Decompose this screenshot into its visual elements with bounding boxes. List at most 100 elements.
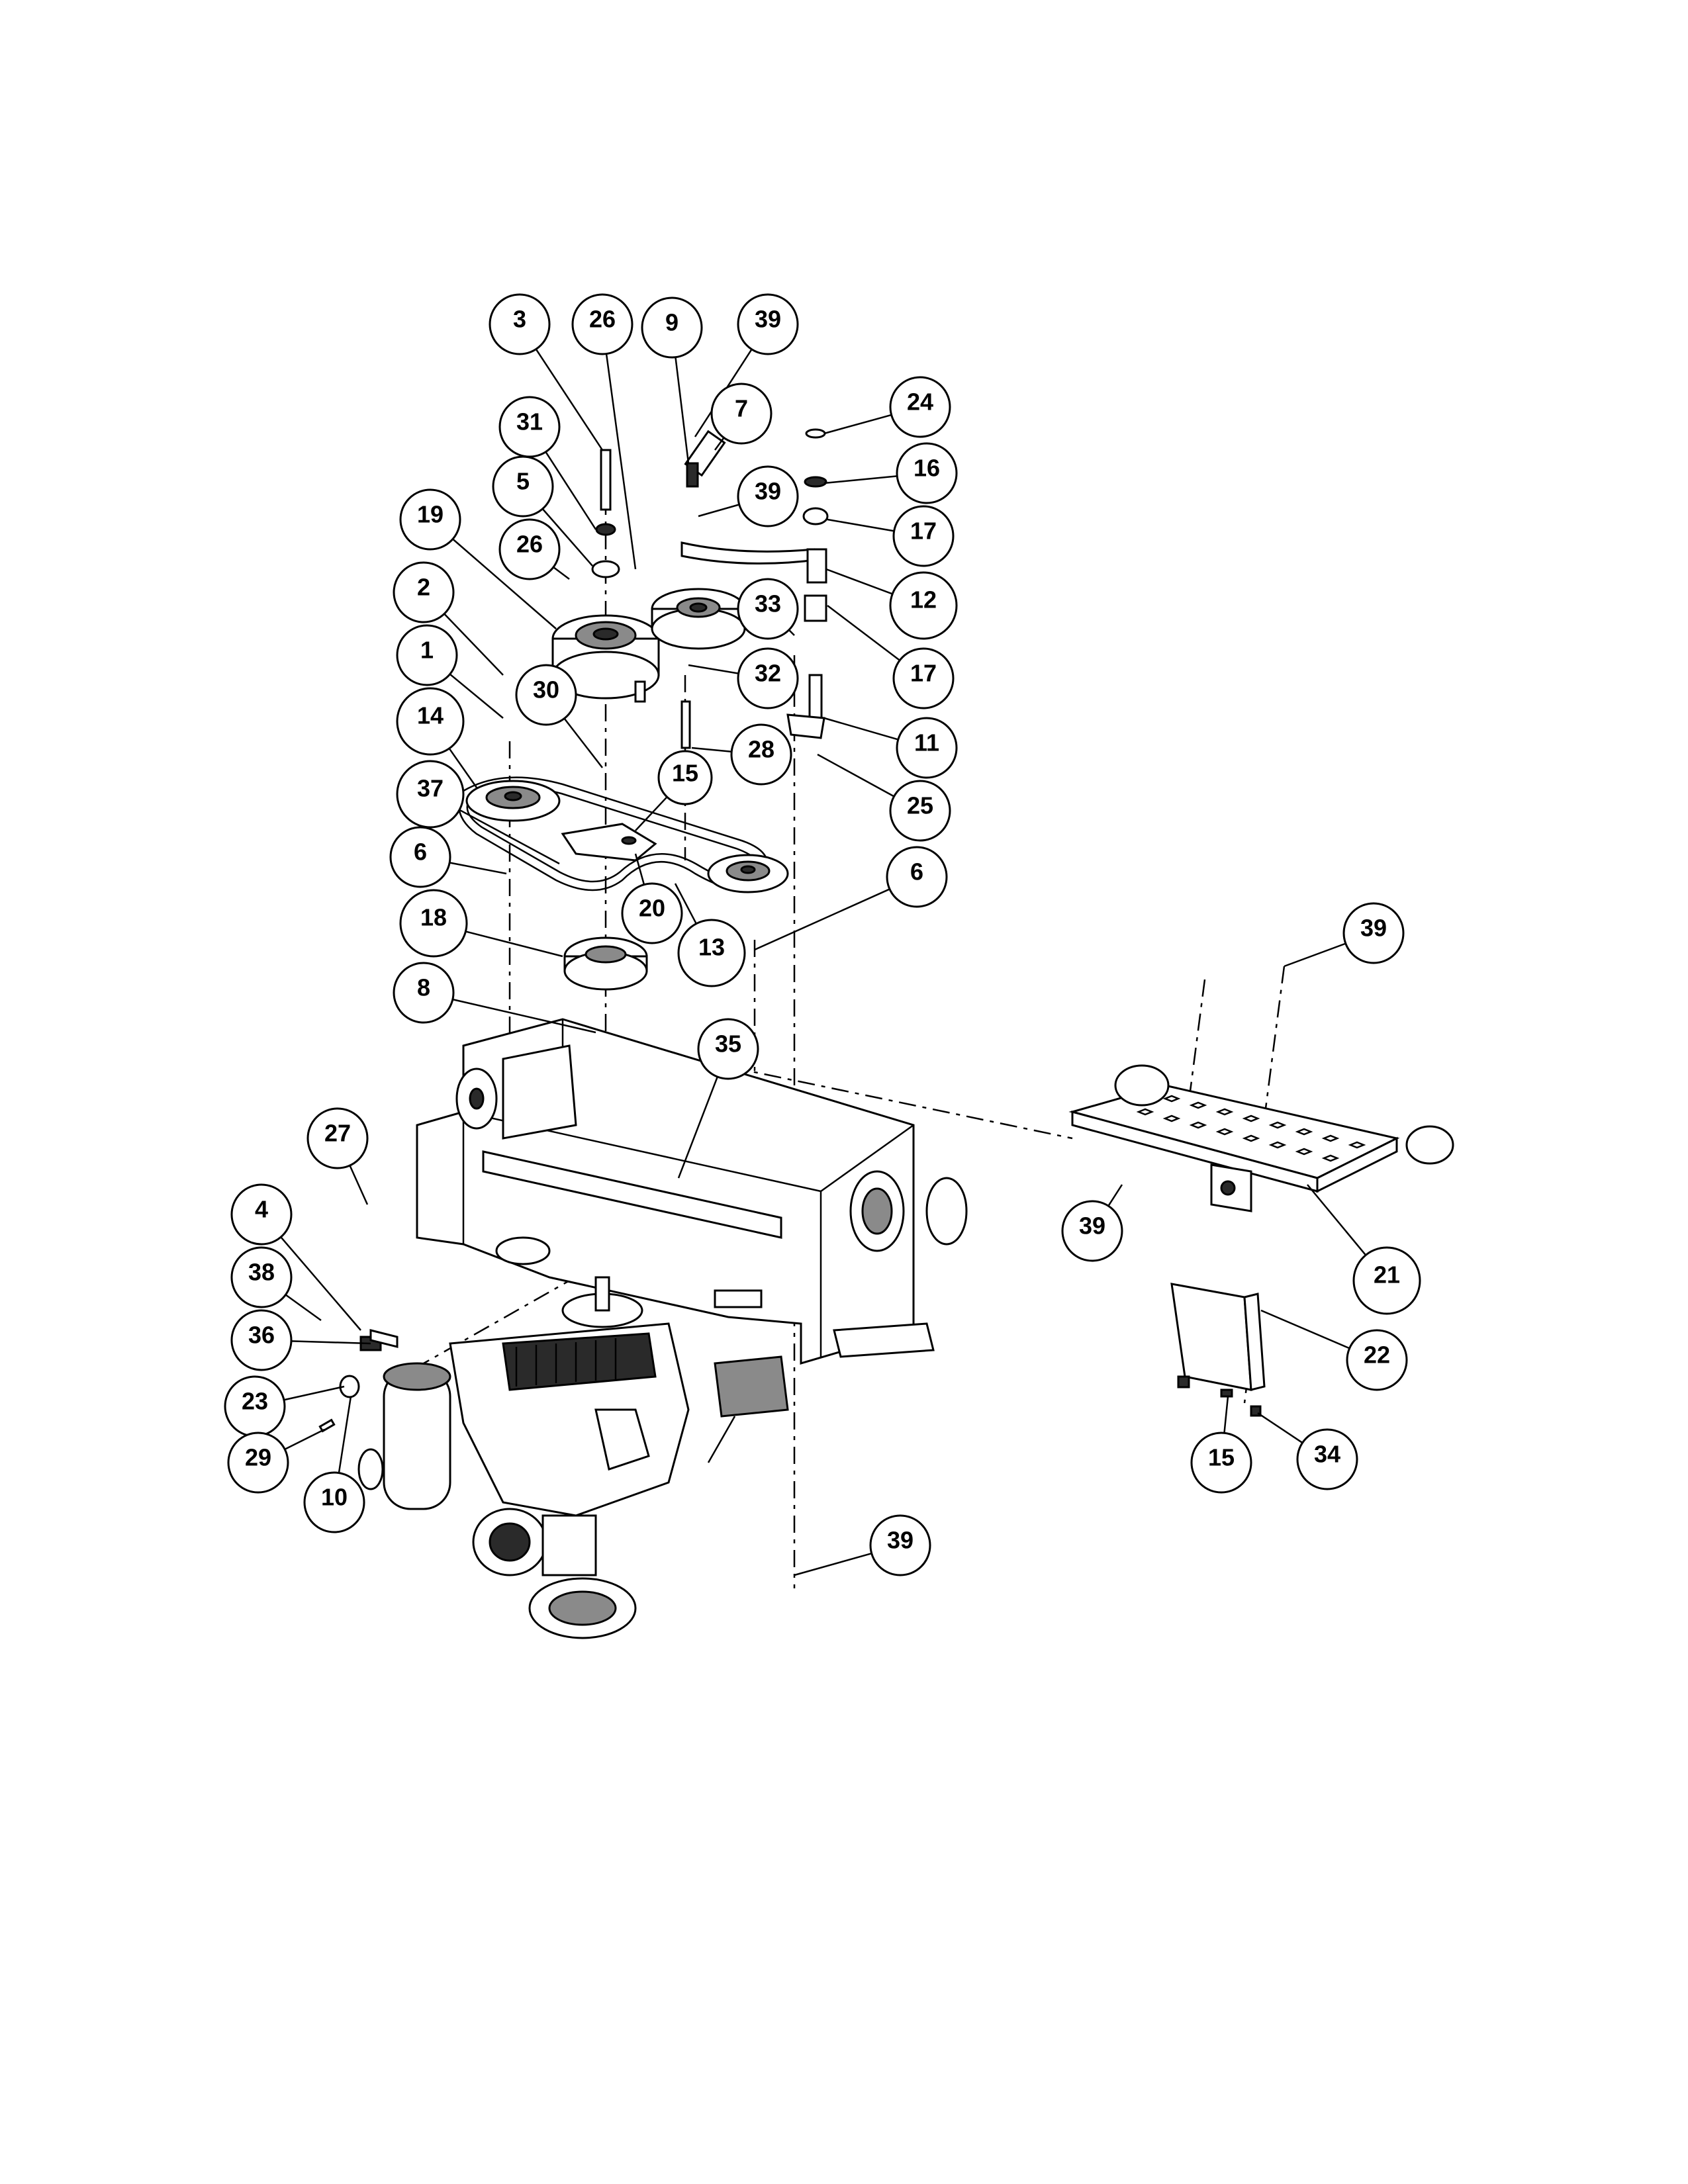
- callout-circle: [230, 1183, 293, 1246]
- callout-leader: [338, 1396, 352, 1473]
- callout-6: 6: [389, 826, 507, 888]
- callout-number: 29: [245, 1443, 271, 1471]
- callout-circle: [710, 383, 773, 445]
- callout-circle: [1296, 1428, 1358, 1490]
- callout-12: 12: [825, 568, 958, 640]
- callout-number: 28: [748, 735, 774, 762]
- callout-circle: [498, 518, 561, 580]
- callout-leader: [553, 567, 570, 580]
- callout-16: 16: [823, 442, 958, 504]
- callout-circle: [1352, 1246, 1421, 1315]
- callout-38: 38: [230, 1246, 322, 1322]
- callout-leader: [674, 883, 697, 925]
- callout-2: 2: [393, 561, 504, 676]
- callout-leader: [698, 504, 740, 518]
- callout-13: 13: [674, 883, 746, 987]
- callout-leader: [688, 664, 739, 674]
- callout-circle: [393, 561, 455, 623]
- callout-leader: [823, 717, 899, 741]
- callout-6: 6: [754, 846, 948, 951]
- callout-39: 39: [1284, 902, 1405, 968]
- callout-circle: [303, 1471, 365, 1533]
- callout-leader: [285, 1294, 322, 1322]
- callout-26: 26: [571, 293, 637, 570]
- callout-26: 26: [498, 518, 570, 580]
- callout-leader: [449, 673, 504, 719]
- callout-21: 21: [1307, 1184, 1421, 1315]
- callout-leader: [449, 862, 507, 875]
- callout-number: 39: [1360, 914, 1387, 941]
- callout-25: 25: [817, 753, 951, 842]
- callout-leader: [675, 357, 690, 464]
- callout-circle: [571, 293, 633, 355]
- callout-15: 15: [635, 750, 713, 831]
- starter-motor: [357, 1362, 451, 1510]
- callout-39: 39: [794, 1514, 931, 1576]
- callout-36: 36: [230, 1309, 371, 1371]
- callout-circle: [869, 1514, 931, 1576]
- callout-circle: [230, 1246, 293, 1308]
- callout-leader: [825, 568, 893, 595]
- callout-number: 17: [910, 659, 937, 686]
- callout-circle: [886, 846, 948, 908]
- callout-number: 8: [417, 974, 430, 1001]
- callout-20: 20: [621, 853, 683, 944]
- callout-circle: [892, 647, 955, 709]
- callout-circle: [677, 919, 746, 987]
- callout-number: 39: [755, 477, 781, 504]
- callout-leader: [535, 348, 604, 451]
- callout-circle: [1190, 1432, 1252, 1494]
- callout-leader: [634, 853, 645, 885]
- callout-number: 36: [248, 1321, 275, 1348]
- drive-belt-13: [458, 776, 769, 891]
- callout-number: 39: [755, 305, 781, 332]
- callout-number: 11: [914, 729, 939, 756]
- callout-number: 27: [324, 1119, 351, 1146]
- callout-28: 28: [691, 723, 792, 786]
- callout-leader: [1257, 1412, 1303, 1444]
- callout-1: 1: [396, 624, 504, 719]
- callout-27: 27: [306, 1107, 369, 1205]
- callout-18: 18: [399, 889, 563, 958]
- footrest-tread-holes: [1136, 1095, 1366, 1162]
- footrest-21: [1068, 1064, 1454, 1212]
- callout-circle: [227, 1432, 289, 1494]
- bracket-15-20: [561, 823, 657, 862]
- callout-number: 24: [907, 388, 933, 415]
- callout-33: 33: [737, 578, 799, 640]
- callout-number: 20: [639, 894, 665, 921]
- callout-number: 18: [420, 904, 447, 931]
- callout-number: 34: [1314, 1440, 1340, 1467]
- callout-circle: [396, 624, 458, 686]
- callout-number: 15: [672, 759, 698, 786]
- callout-leader: [465, 931, 563, 958]
- callout-leader: [635, 796, 668, 831]
- callout-leader: [448, 748, 478, 788]
- callout-leader: [827, 518, 894, 532]
- callout-15: 15: [1190, 1396, 1252, 1494]
- bracket-22: [1170, 1283, 1266, 1417]
- callout-19: 19: [399, 488, 557, 629]
- callout-leader: [291, 1340, 371, 1345]
- callout-leader: [1307, 1184, 1367, 1256]
- callout-number: 5: [516, 467, 530, 494]
- callout-circle: [730, 723, 792, 786]
- callout-39: 39: [1061, 1184, 1123, 1262]
- callout-32: 32: [688, 647, 799, 709]
- callout-circle: [396, 687, 465, 756]
- callout-circle: [697, 1018, 759, 1080]
- callout-number: 19: [417, 500, 444, 527]
- pulley-right: [707, 854, 789, 893]
- callout-circle: [737, 293, 799, 355]
- callout-34: 34: [1257, 1412, 1358, 1490]
- callout-number: 14: [417, 702, 444, 729]
- callout-number: 16: [914, 454, 940, 481]
- callout-4: 4: [230, 1183, 361, 1331]
- callout-35: 35: [677, 1018, 759, 1179]
- callout-9: 9: [641, 296, 703, 464]
- callout-circle: [896, 717, 958, 779]
- callout-circle: [393, 962, 455, 1024]
- callout-leader: [545, 451, 597, 530]
- callout-leader: [794, 1552, 872, 1576]
- idler-arm-12: [680, 428, 829, 739]
